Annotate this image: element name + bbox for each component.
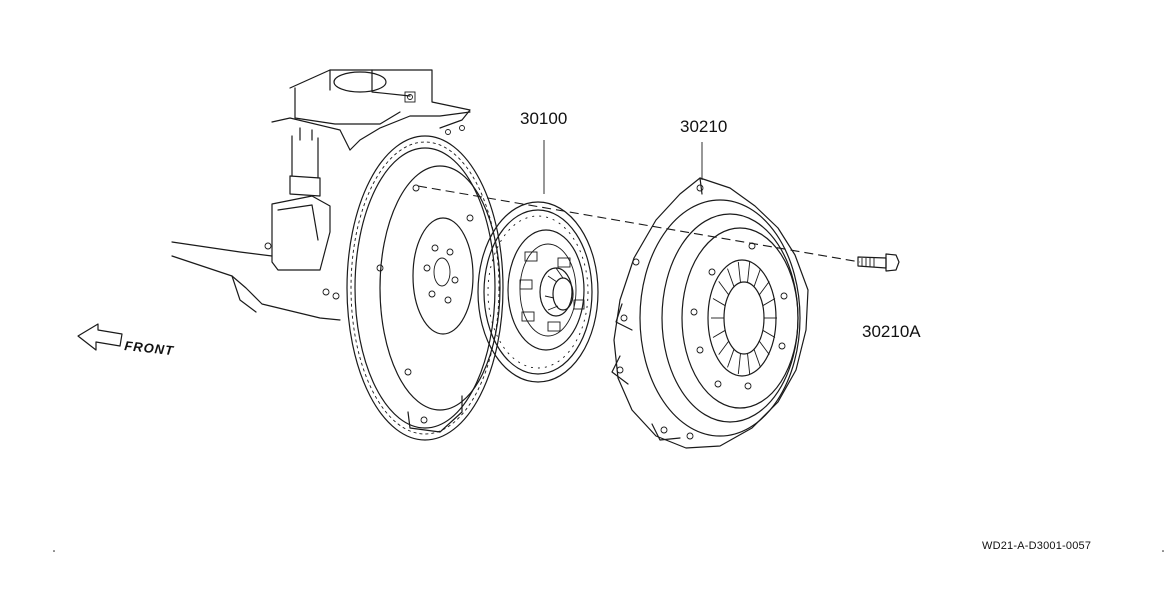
diaphragm-finger xyxy=(727,349,735,368)
diaphragm-finger xyxy=(718,340,730,355)
front-arrow-icon xyxy=(77,323,123,351)
diaphragm-finger xyxy=(712,329,726,338)
diaphragm-finger xyxy=(758,340,770,355)
part-number-clutch-cover: 30210 xyxy=(680,117,727,136)
assembly-axis-line xyxy=(417,185,861,263)
part-number-clutch-disc: 30100 xyxy=(520,109,567,128)
diaphragm-finger xyxy=(753,349,761,368)
diaphragm-finger xyxy=(762,329,776,338)
diaphragm-finger xyxy=(762,298,776,307)
diaphragm-finger xyxy=(758,281,770,296)
front-direction-label: FRONT xyxy=(124,338,175,358)
drawing-code: WD21-A-D3001-0057 xyxy=(982,540,1091,552)
flywheel xyxy=(346,125,504,441)
part-number-bolt: 30210A xyxy=(862,322,921,341)
engine-block xyxy=(171,69,471,321)
diaphragm-finger xyxy=(747,353,751,375)
clutch-bolt xyxy=(857,253,900,272)
diaphragm-finger xyxy=(747,261,751,283)
diaphragm-finger xyxy=(737,353,741,375)
diaphragm-finger xyxy=(737,261,741,283)
diaphragm-finger xyxy=(718,281,730,296)
scan-speck xyxy=(53,550,55,552)
clutch-disc xyxy=(477,140,599,383)
diaphragm-finger xyxy=(753,268,761,287)
scan-speck xyxy=(1162,550,1164,552)
diaphragm-finger xyxy=(712,298,726,307)
clutch-cover xyxy=(611,142,809,449)
diaphragm-finger xyxy=(727,268,735,287)
